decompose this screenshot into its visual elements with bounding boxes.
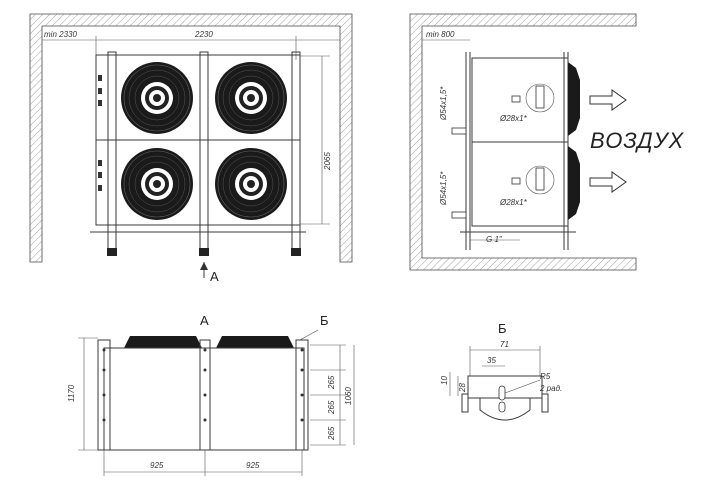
side-drain: G 1" (486, 235, 503, 244)
air-arrow-icon (589, 89, 627, 111)
plan-dim-seg-3: 265 (327, 426, 336, 441)
side-inlet-bottom: Ø28x1* (499, 198, 528, 207)
fan-icon (214, 147, 288, 221)
detail-dim-28: 28 (458, 383, 467, 393)
front-view-arrow-label: А (210, 269, 219, 284)
front-view: min 2330 2230 2065 А (29, 13, 353, 284)
side-view: min 800 Ø54x1,5* Ø54x1,5* Ø28x1* Ø28x1* … (409, 13, 685, 271)
detail-radius: R5 (540, 372, 551, 381)
air-arrow-icon (589, 171, 627, 193)
front-wall (29, 13, 353, 263)
fan-icon (214, 61, 288, 135)
plan-dim-bottom-1: 925 (150, 461, 164, 470)
detail-dim-width: 71 (500, 340, 509, 349)
plan-dim-bottom-2: 925 (246, 461, 260, 470)
front-dim-height: 2065 (323, 152, 332, 171)
detail-label: Б (498, 321, 507, 336)
side-inlet-top: Ø28x1* (499, 114, 528, 123)
detail-b: Б 71 35 10 28 R5 2 рад. (440, 321, 562, 421)
plan-dim-seg-1: 265 (327, 375, 336, 390)
detail-bracket-body (479, 398, 531, 421)
side-wall (409, 13, 637, 271)
side-pipe-top: Ø54x1,5* (439, 86, 448, 121)
air-label: ВОЗДУХ (590, 128, 685, 153)
front-dim-width: 2230 (194, 30, 213, 39)
detail-holes: 2 рад. (539, 384, 562, 393)
plan-unit-body (103, 347, 305, 451)
plan-label-b: Б (320, 313, 329, 328)
plan-dim-height: 1170 (67, 384, 76, 402)
fan-icon (120, 147, 194, 221)
plan-label-a: А (200, 313, 209, 328)
side-dim-clearance: min 800 (426, 30, 455, 39)
front-dim-clearance: min 2330 (44, 30, 77, 39)
plan-view: А Б 1170 265 265 265 1060 (67, 313, 355, 476)
plan-dim-seg-2: 265 (327, 400, 336, 415)
plan-dim-depth: 1060 (344, 387, 353, 405)
fan-icon (120, 61, 194, 135)
detail-dim-offset: 35 (487, 356, 496, 365)
side-pipe-bottom: Ø54x1,5* (439, 171, 448, 206)
detail-dim-10: 10 (440, 376, 449, 385)
